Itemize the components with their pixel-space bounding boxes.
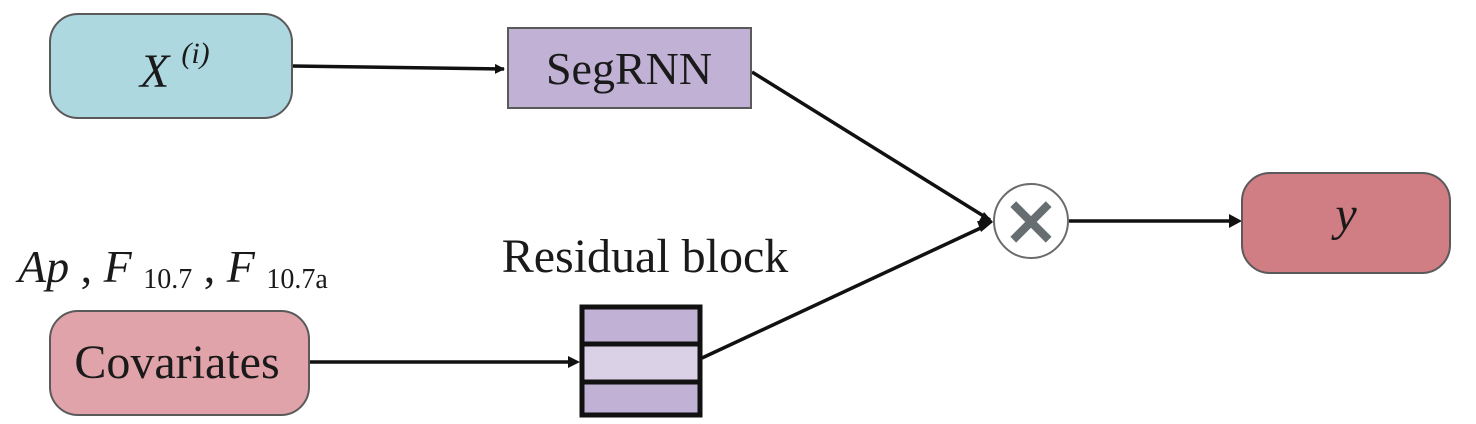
svg-text:X (i): X (i) bbox=[138, 37, 210, 98]
segrnn-node: SegRNN bbox=[507, 27, 752, 109]
residual-block-label: Residual block bbox=[502, 230, 789, 283]
input-x-node: X (i) bbox=[49, 13, 293, 119]
arrowhead-segrnn-to-multiply bbox=[978, 212, 993, 223]
output-y-node: y bbox=[1241, 172, 1451, 274]
residual-block-node bbox=[579, 304, 703, 418]
edge-residual-to-multiply bbox=[701, 224, 986, 360]
output-y-box bbox=[1241, 172, 1451, 274]
multiply-icon: × bbox=[1002, 179, 1061, 261]
residual-block-bottom-layer bbox=[579, 379, 703, 418]
covariate-variables-label: Ap , F 10.7 , F 10.7a bbox=[15, 241, 328, 298]
arrowhead-residual-to-multiply bbox=[977, 221, 993, 232]
residual-block-top-layer bbox=[579, 304, 703, 347]
edge-x-to-segrnn bbox=[291, 63, 505, 74]
covariate-sep-1: , bbox=[81, 241, 104, 292]
covariates-box bbox=[49, 310, 310, 416]
multiply-circle bbox=[993, 183, 1069, 259]
input-x-superscript: (i) bbox=[181, 37, 209, 70]
arrowhead-covariates-to-residual bbox=[568, 356, 580, 368]
arrowhead-multiply-to-y bbox=[1229, 214, 1242, 228]
covariates-node: Covariates bbox=[49, 310, 310, 416]
output-y-label: y bbox=[1330, 188, 1357, 241]
covariate-f107a-sub: 10.7a bbox=[266, 264, 328, 295]
residual-block-middle-layer bbox=[579, 341, 703, 385]
covariate-f107-base: F bbox=[103, 241, 133, 292]
covariate-ap: Ap bbox=[15, 241, 69, 292]
covariate-f107-sub: 10.7 bbox=[143, 264, 192, 295]
input-x-label: X bbox=[138, 45, 171, 98]
segrnn-box bbox=[507, 27, 752, 109]
covariate-f107a-base: F bbox=[226, 241, 256, 292]
segrnn-label: SegRNN bbox=[546, 43, 712, 94]
edge-segrnn-to-multiply bbox=[751, 70, 991, 222]
multiply-node: × bbox=[993, 179, 1069, 261]
covariate-sep-2: , bbox=[204, 241, 227, 292]
covariates-label: Covariates bbox=[74, 336, 279, 389]
input-x-box bbox=[49, 13, 293, 119]
